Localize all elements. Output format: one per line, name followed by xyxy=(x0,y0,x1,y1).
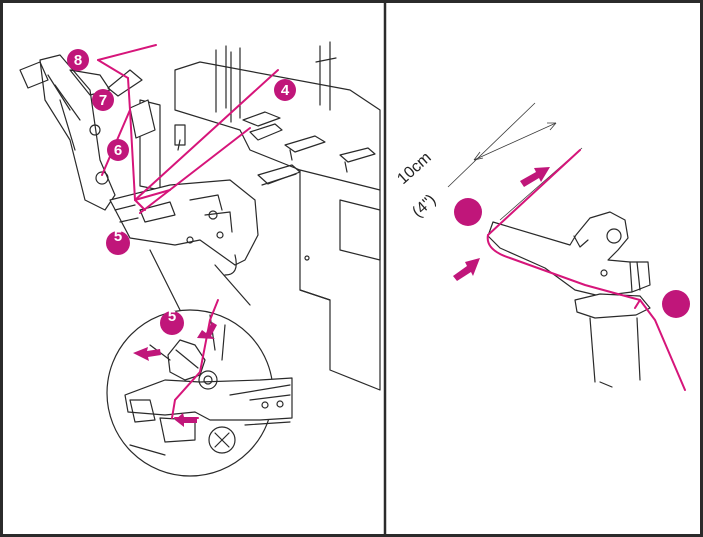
arrow-up-right-icon-2 xyxy=(453,258,480,281)
svg-text:5: 5 xyxy=(168,308,176,325)
marker-6: 6 xyxy=(107,139,129,161)
marker-7: 7 xyxy=(92,89,114,111)
right-thread-path xyxy=(486,149,686,391)
left-markers: 8 7 6 4 5 5 xyxy=(67,49,296,335)
marker-5-detail: 5 xyxy=(160,308,184,335)
arrow-left-icon xyxy=(133,347,161,361)
arrow-curve-icon xyxy=(175,413,197,427)
marker-5: 5 xyxy=(106,228,130,255)
svg-text:7: 7 xyxy=(99,92,107,109)
marker-right-upper xyxy=(454,198,482,226)
marker-4: 4 xyxy=(274,79,296,101)
right-markers xyxy=(454,198,690,318)
right-arrows xyxy=(453,167,550,281)
arrow-down-icon xyxy=(197,322,217,339)
svg-text:5: 5 xyxy=(114,228,122,245)
svg-text:6: 6 xyxy=(114,142,122,159)
marker-8: 8 xyxy=(67,49,89,71)
left-arrows xyxy=(133,322,217,427)
arrow-up-right-icon xyxy=(520,167,550,187)
svg-text:4: 4 xyxy=(281,82,290,99)
marker-right-lower xyxy=(662,290,690,318)
svg-text:8: 8 xyxy=(74,52,82,69)
left-panel: 8 7 6 4 5 5 xyxy=(19,41,381,477)
looper-detail-drawing xyxy=(487,211,651,388)
machine-body-drawing xyxy=(19,41,381,391)
